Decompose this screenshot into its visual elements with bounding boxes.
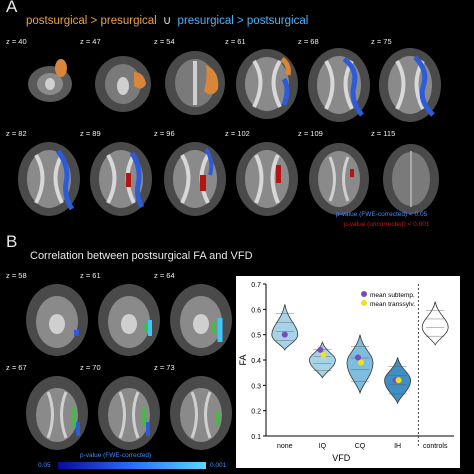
mean-transsylv-point bbox=[395, 377, 402, 384]
title-postsurgical: postsurgical > presurgical bbox=[26, 15, 157, 27]
panel-a-title: postsurgical > presurgical ∪ presurgical… bbox=[26, 13, 308, 27]
cluster-blue bbox=[281, 77, 290, 106]
legend-marker bbox=[361, 291, 367, 297]
cluster-blue bbox=[413, 55, 435, 117]
mean-subtemp-point bbox=[317, 346, 324, 353]
z-label-a2: z = 47 bbox=[80, 37, 101, 46]
y-tick-label: 0.2 bbox=[251, 409, 261, 416]
mean-subtemp-point bbox=[355, 354, 361, 361]
z-label-a3: z = 54 bbox=[154, 37, 175, 46]
z-label-a11: z = 109 bbox=[298, 129, 323, 138]
violin-IQ bbox=[308, 340, 336, 379]
x-tick-label: controls bbox=[423, 443, 448, 450]
brain-slice-z70 bbox=[98, 376, 160, 450]
y-tick-label: 0.4 bbox=[251, 358, 261, 365]
z-label-a8: z = 89 bbox=[80, 129, 101, 138]
cluster-orange bbox=[280, 57, 291, 76]
y-tick-label: 0.5 bbox=[251, 333, 261, 340]
mean-transsylv-point bbox=[358, 359, 364, 366]
panel-a-letter: A bbox=[6, 0, 18, 16]
z-label-a4: z = 61 bbox=[225, 37, 246, 46]
cluster-blue bbox=[129, 151, 145, 209]
cluster-orange bbox=[55, 59, 67, 77]
z-label-b2: z = 61 bbox=[80, 271, 101, 280]
x-tick-label: CQ bbox=[355, 443, 366, 450]
colorbar-max: 0.001 bbox=[210, 462, 227, 469]
brain-slice-z102 bbox=[236, 142, 298, 216]
z-label-a7: z = 82 bbox=[6, 129, 27, 138]
cluster-blue bbox=[55, 149, 75, 211]
z-label-a9: z = 96 bbox=[154, 129, 175, 138]
cluster-red bbox=[200, 175, 206, 191]
brain-slice-z67 bbox=[26, 376, 88, 450]
legend-marker bbox=[361, 300, 367, 306]
brain-slice-z61 bbox=[236, 49, 298, 119]
mean-subtemp-point bbox=[281, 331, 288, 338]
brain-slice-z73 bbox=[170, 376, 232, 450]
cluster-red bbox=[276, 165, 281, 183]
violin-chart-svg: 0.1 0.2 0.3 0.4 0.5 0.6 0.7FA none IQ CQ IH control… bbox=[238, 282, 454, 463]
colorbar bbox=[58, 462, 206, 469]
brain-slice-z68 bbox=[308, 48, 370, 122]
z-label-a6: z = 75 bbox=[371, 37, 392, 46]
brain-slice-z47 bbox=[95, 56, 151, 112]
z-label-b6: z = 73 bbox=[154, 363, 175, 372]
z-label-a10: z = 102 bbox=[225, 129, 250, 138]
brain-slice-z89 bbox=[90, 142, 152, 216]
cluster-orange bbox=[204, 65, 219, 95]
x-tick-label: IH bbox=[394, 443, 401, 450]
x-tick-label: none bbox=[277, 443, 293, 450]
z-label-b4: z = 67 bbox=[6, 363, 27, 372]
title-union-symbol: ∪ bbox=[162, 15, 172, 27]
z-label-a5: z = 68 bbox=[298, 37, 319, 46]
z-label-b5: z = 70 bbox=[80, 363, 101, 372]
cluster-red bbox=[350, 169, 354, 177]
legend-uncorrected: p-value (uncorrected) < 0.001 bbox=[344, 221, 430, 228]
cluster-blue bbox=[74, 330, 79, 336]
z-label-a12: z = 115 bbox=[371, 129, 396, 138]
cluster-blue bbox=[204, 147, 214, 176]
y-tick-label: 0.6 bbox=[251, 307, 261, 314]
brain-slice-z61b bbox=[98, 284, 160, 356]
panel-b-title: Correlation between postsurgical FA and … bbox=[30, 250, 253, 262]
x-tick-label: IQ bbox=[319, 443, 327, 450]
z-label-b3: z = 64 bbox=[154, 271, 175, 280]
legend-label: mean transsylv. bbox=[370, 301, 415, 308]
brain-slice-z109 bbox=[309, 143, 369, 215]
colorbar-label: p-value (FWE-corrected) bbox=[80, 452, 152, 459]
brain-slice-z96 bbox=[164, 142, 226, 216]
brain-slice-z54 bbox=[165, 51, 225, 115]
y-axis-label: FA bbox=[238, 354, 248, 365]
title-presurgical: presurgical > postsurgical bbox=[177, 15, 309, 27]
z-label-a1: z = 40 bbox=[6, 37, 27, 46]
legend-label: mean subtemp. bbox=[370, 292, 415, 299]
z-label-b1: z = 58 bbox=[6, 271, 27, 280]
panel-b-letter: B bbox=[6, 232, 18, 251]
cluster-red bbox=[126, 173, 131, 187]
y-tick-label: 0.1 bbox=[251, 434, 261, 441]
y-tick-label: 0.7 bbox=[251, 282, 261, 289]
cluster-orange bbox=[134, 72, 146, 89]
brain-slice-z75 bbox=[379, 48, 441, 122]
violin-none bbox=[271, 304, 299, 351]
brain-slice-z115 bbox=[383, 144, 439, 214]
y-tick-label: 0.3 bbox=[251, 383, 261, 390]
brain-slice-z58 bbox=[26, 284, 88, 356]
mean-transsylv-point bbox=[320, 351, 327, 358]
legend-fwe: p-value (FWE-corrected) < 0.05 bbox=[336, 211, 428, 218]
cluster-blue bbox=[342, 56, 364, 117]
brain-slice-z64 bbox=[170, 284, 232, 356]
violin-controls bbox=[421, 301, 449, 346]
colorbar-min: 0.05 bbox=[38, 462, 51, 469]
x-axis-label: VFD bbox=[332, 453, 351, 463]
brain-slice-z82 bbox=[18, 142, 80, 216]
brain-slice-z40 bbox=[28, 59, 72, 102]
